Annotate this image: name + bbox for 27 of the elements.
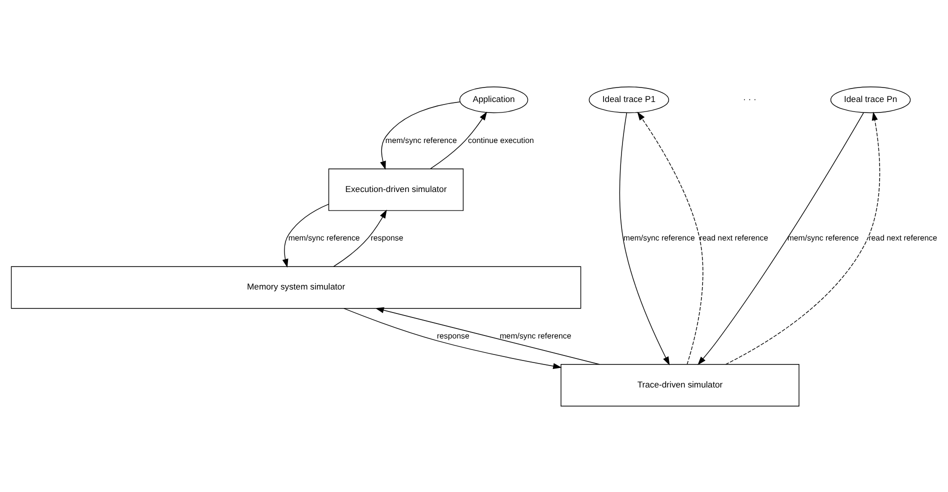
edge-label: mem/sync reference	[787, 233, 859, 242]
arrow	[375, 306, 600, 364]
edge-label: mem/sync reference	[500, 330, 572, 340]
arrow	[698, 112, 864, 365]
node-box: Memory system simulator	[10, 266, 582, 308]
edge-label: continue execution	[468, 135, 534, 144]
edge-label: read next reference	[700, 233, 768, 242]
node-box: Trace-driven simulator	[560, 364, 800, 406]
arrow	[725, 111, 880, 364]
arrow	[282, 203, 329, 268]
edge-label: read next reference	[868, 233, 938, 242]
node-ellipse: Ideal trace Pn	[830, 86, 911, 113]
arrow	[637, 111, 704, 364]
edge-label: response	[436, 330, 470, 340]
node-box: Execution-driven simulator	[328, 168, 464, 210]
edge-label: mem/sync reference	[288, 233, 360, 242]
arrow	[430, 111, 488, 169]
arrow	[344, 308, 562, 369]
label: · · ·	[743, 94, 756, 104]
node-ellipse: Ideal trace P1	[588, 86, 670, 113]
arrow	[619, 112, 670, 365]
arrow	[380, 101, 460, 170]
edge-label: mem/sync reference	[385, 135, 457, 144]
node-ellipse: Application	[459, 86, 528, 113]
edge-label: response	[370, 233, 404, 242]
arrow	[333, 209, 387, 266]
edge-label: mem/sync reference	[623, 233, 695, 242]
